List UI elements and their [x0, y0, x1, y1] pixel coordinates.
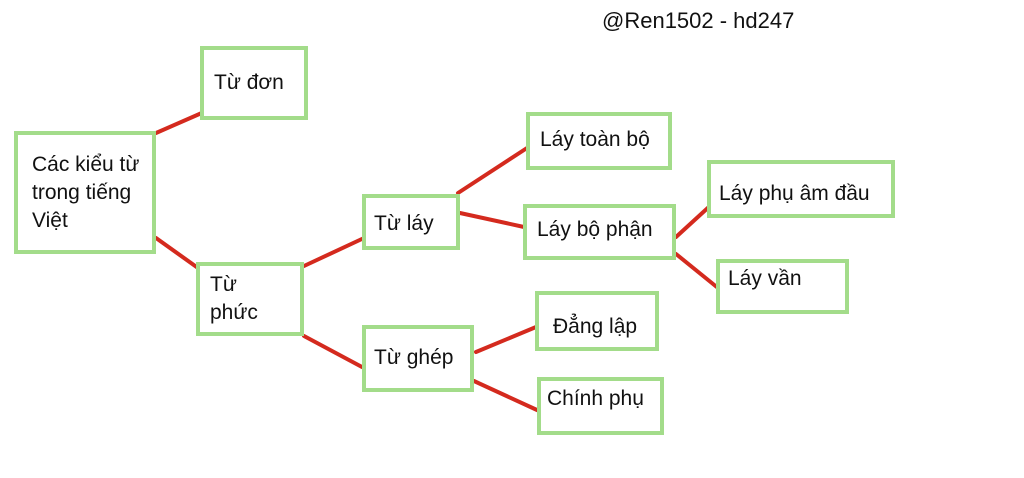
node-dang-lap: Đẳng lập — [535, 291, 659, 351]
connector-root-to-tu-don — [154, 110, 206, 135]
node-root: Các kiểu từ trong tiếng Việt — [14, 131, 156, 254]
node-tu-phuc: Từ phức — [196, 262, 304, 336]
node-lay-phu-am-dau: Láy phụ âm đầu — [707, 160, 895, 218]
node-lay-toan-bo: Láy toàn bộ — [526, 112, 672, 170]
connector-tu-lay-to-lay-toan-bo — [456, 146, 529, 195]
node-tu-lay: Từ láy — [362, 194, 460, 250]
connector-tu-ghep-to-dang-lap — [474, 325, 538, 354]
connector-root-to-tu-phuc — [154, 236, 200, 270]
node-tu-don: Từ đơn — [200, 46, 308, 120]
connector-tu-lay-to-lay-bo-phan — [458, 211, 526, 229]
connector-tu-phuc-to-tu-lay — [302, 236, 366, 268]
node-chinh-phu: Chính phụ — [537, 377, 664, 435]
node-lay-bo-phan: Láy bộ phận — [523, 204, 676, 260]
watermark-text: @Ren1502 - hd247 — [602, 8, 795, 33]
connector-lay-bo-phan-to-lay-phu-am-dau — [674, 203, 713, 239]
node-lay-van: Láy vần — [716, 259, 849, 314]
connector-tu-phuc-to-tu-ghep — [302, 334, 364, 369]
connector-lay-bo-phan-to-lay-van — [674, 252, 720, 290]
connector-tu-ghep-to-chinh-phu — [472, 379, 539, 412]
node-tu-ghep: Từ ghép — [362, 325, 474, 392]
